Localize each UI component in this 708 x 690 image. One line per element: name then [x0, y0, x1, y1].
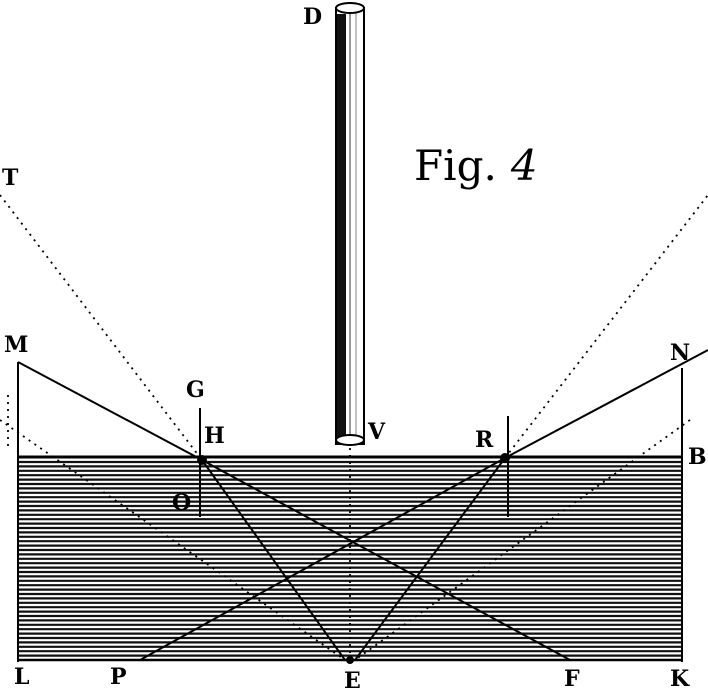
- ray-M-H: [17, 361, 203, 461]
- label-R: R: [475, 427, 494, 453]
- label-G: G: [186, 377, 205, 403]
- label-E: E: [344, 668, 361, 690]
- dotted-left-to-E: [0, 419, 346, 661]
- rod: [335, 2, 365, 446]
- label-V: V: [367, 419, 386, 445]
- ray-H-E: [201, 459, 346, 661]
- ray-R-E: [354, 457, 506, 661]
- figure-title: Fig. 4: [414, 141, 538, 190]
- label-T: T: [2, 165, 19, 191]
- ray-R-P: [139, 457, 506, 661]
- label-O: O: [172, 490, 191, 516]
- label-N: N: [670, 340, 690, 366]
- label-P: P: [110, 664, 127, 690]
- label-D: D: [303, 4, 322, 30]
- label-B: B: [688, 444, 707, 470]
- dotted-right-to-E: [354, 419, 691, 661]
- label-M: M: [4, 332, 28, 358]
- point-E: [346, 656, 354, 664]
- ray-H-F: [201, 459, 571, 661]
- label-K: K: [670, 666, 690, 690]
- label-F: F: [564, 666, 580, 690]
- point-H: [197, 455, 207, 465]
- ray-N-R: [504, 349, 708, 459]
- dotted-T-H: [0, 194, 203, 461]
- label-L: L: [14, 664, 29, 690]
- dotted-R-upper-right: [504, 194, 708, 459]
- label-H: H: [204, 423, 225, 449]
- point-R: [500, 453, 510, 463]
